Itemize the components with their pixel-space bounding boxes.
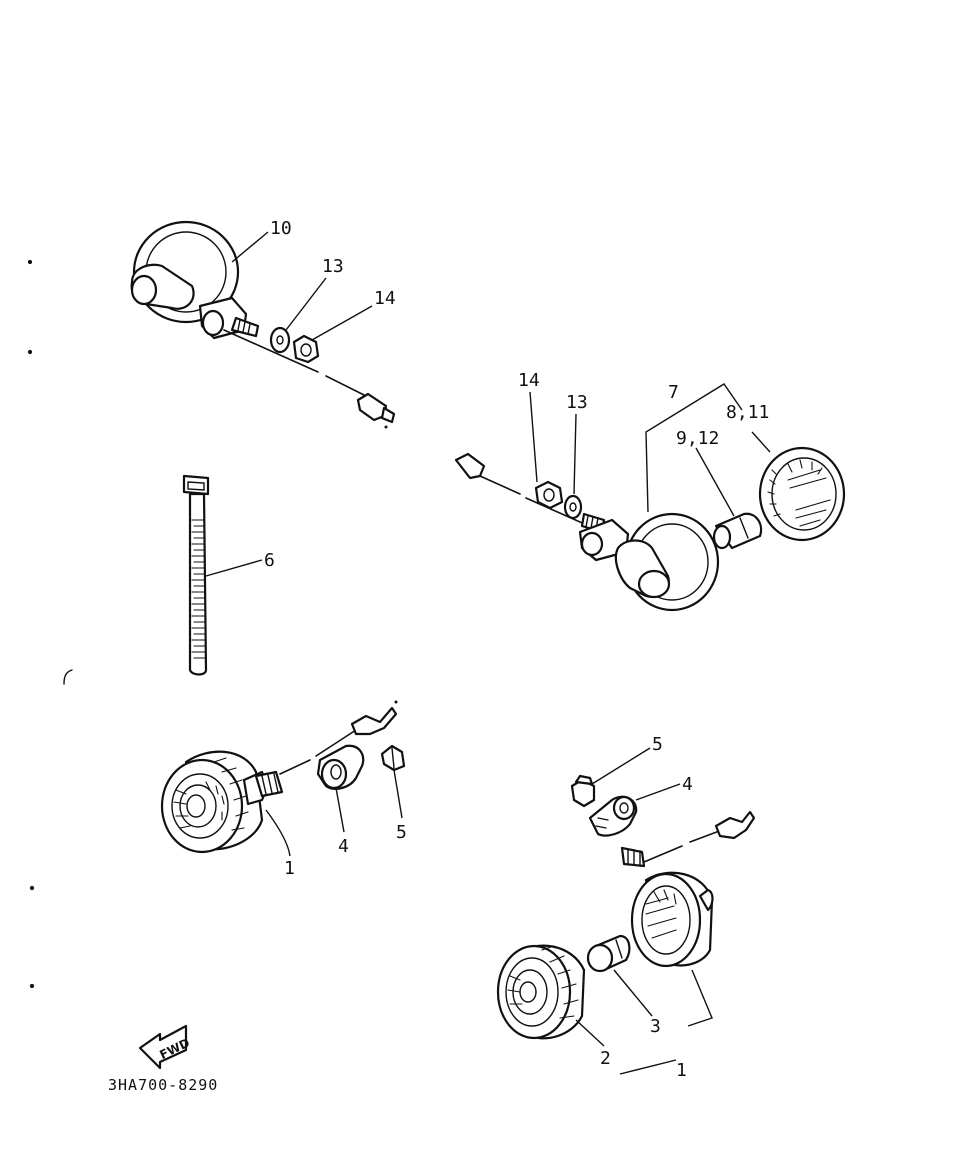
label-1-right: 1 bbox=[676, 1060, 687, 1081]
lower-right-lens bbox=[496, 944, 586, 1040]
label-4-right: 4 bbox=[682, 774, 693, 795]
leader-8-11 bbox=[751, 431, 771, 453]
scan-dot bbox=[27, 349, 33, 355]
leader-13-front bbox=[573, 413, 577, 495]
lower-right-bracket bbox=[588, 795, 638, 837]
lower-left-nut bbox=[380, 744, 406, 772]
cable-tie bbox=[182, 474, 210, 676]
lower-right-housing bbox=[620, 810, 756, 968]
rear-turn-signal-assembly bbox=[130, 220, 396, 429]
label-6: 6 bbox=[264, 550, 275, 571]
leader-5-right bbox=[591, 747, 651, 785]
front-lens bbox=[758, 446, 846, 542]
leader-14-rear bbox=[311, 305, 373, 341]
leader-14-front bbox=[529, 391, 538, 483]
leader-6 bbox=[205, 559, 263, 577]
label-7: 7 bbox=[668, 382, 679, 403]
front-turn-signal-assembly bbox=[454, 452, 720, 612]
label-9-12: 9,12 bbox=[676, 428, 719, 449]
label-14-front: 14 bbox=[518, 370, 540, 391]
leader-2 bbox=[575, 1019, 605, 1047]
label-10: 10 bbox=[270, 218, 292, 239]
label-8-11: 8,11 bbox=[726, 402, 769, 423]
label-3: 3 bbox=[650, 1016, 661, 1037]
leader-4-left bbox=[335, 787, 345, 833]
label-1-left: 1 bbox=[284, 858, 295, 879]
label-13-rear: 13 bbox=[322, 256, 344, 277]
scan-dot bbox=[29, 983, 35, 989]
label-2: 2 bbox=[600, 1048, 611, 1069]
bracket-7 bbox=[645, 383, 743, 513]
scan-dot bbox=[27, 259, 33, 265]
label-5-right: 5 bbox=[652, 734, 663, 755]
front-bulb bbox=[712, 512, 763, 550]
lower-right-nut bbox=[570, 774, 596, 808]
diagram-code: 3HA700-8290 bbox=[108, 1076, 218, 1094]
bracket-1-right bbox=[619, 969, 713, 1075]
leader-10 bbox=[231, 231, 269, 263]
label-4-left: 4 bbox=[338, 836, 349, 857]
lower-right-bulb bbox=[586, 934, 631, 973]
scan-mark bbox=[63, 669, 73, 685]
lower-left-bracket bbox=[316, 744, 365, 790]
leader-1-left bbox=[265, 809, 291, 857]
leader-5-left bbox=[393, 769, 403, 819]
leader-4-right bbox=[635, 783, 681, 801]
label-5-left: 5 bbox=[396, 822, 407, 843]
lower-left-lamp bbox=[160, 700, 398, 854]
leader-13-rear bbox=[285, 277, 327, 331]
leader-3 bbox=[613, 969, 653, 1017]
scan-dot bbox=[29, 885, 35, 891]
label-14-rear: 14 bbox=[374, 288, 396, 309]
label-13-front: 13 bbox=[566, 392, 588, 413]
fwd-arrow-icon: FWD bbox=[138, 1024, 192, 1070]
leader-9-12 bbox=[695, 447, 735, 517]
